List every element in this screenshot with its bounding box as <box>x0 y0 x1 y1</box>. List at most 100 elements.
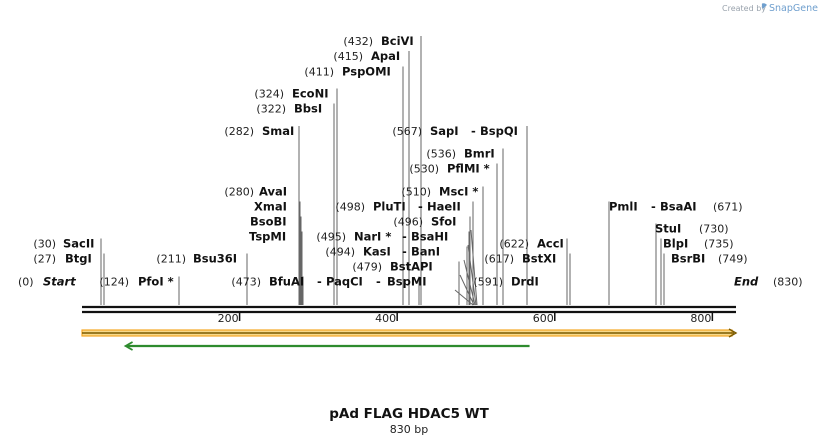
site-stui[interactable]: (730)StuI <box>655 222 729 236</box>
connector-cluster-2 <box>463 259 476 306</box>
site-enzyme-name: SfoI <box>431 215 456 229</box>
site-enzyme-name: BstXI <box>522 252 556 266</box>
snapgene-credit: Created by SnapGene <box>722 3 818 14</box>
site-bbsi[interactable]: (322) BbsI <box>256 102 322 116</box>
site-enzyme-name: AvaI <box>259 185 287 199</box>
site-position: (322) <box>256 103 286 116</box>
site-enzyme-name: EcoNI <box>292 87 328 101</box>
site-position: (536) <box>426 148 456 161</box>
site-position: (494) <box>325 246 355 259</box>
site-position: (617) <box>484 253 514 266</box>
site-avai[interactable]: (280) AvaI <box>224 185 287 199</box>
site-enzyme-name: BbsI <box>294 102 322 116</box>
site-blpi[interactable]: (735)BlpI <box>663 237 734 251</box>
site-enzyme-name: SapI <box>430 124 459 138</box>
site-kasi[interactable]: (494)KasI-BanI <box>325 245 440 259</box>
site-pmli[interactable]: (671) PmlI-BsaAI <box>609 200 743 214</box>
site-pfoi[interactable]: (124)PfoI * <box>99 275 173 289</box>
site-bstapi_row[interactable]: (591)DrdI <box>473 275 538 289</box>
site-position: (473) <box>231 276 261 289</box>
start-pos: (0) <box>18 276 34 289</box>
site-labels: (30)SacII(27)BtgI(124)PfoI *(211)Bsu36I(… <box>33 34 747 289</box>
feature-green-arrow[interactable] <box>123 341 530 351</box>
site-pflmi[interactable]: (530)PflMI * <box>409 162 489 176</box>
site-enzyme-pair-name: BsaAI <box>660 200 697 214</box>
site-position: (530) <box>409 163 439 176</box>
site-enzyme-name: Bsu36I <box>193 252 237 266</box>
site-bmri[interactable]: (536) BmrI <box>426 147 494 161</box>
pair-separator: - <box>418 200 423 214</box>
site-position: (671) <box>713 201 743 214</box>
site-msci[interactable]: (510) MscI * <box>401 185 478 199</box>
site-bstapi[interactable]: (479)BstAPI <box>352 260 432 274</box>
site-bsrbi[interactable]: (749) BsrBI <box>671 252 748 266</box>
end-pos: (830) <box>773 276 803 289</box>
connector-cluster-0 <box>454 289 474 306</box>
site-pluti[interactable]: (498)PluTI-HaeII <box>335 200 460 214</box>
site-acci[interactable]: (622)AccI <box>499 237 563 251</box>
feature-orange-arrow[interactable] <box>81 328 738 338</box>
site-enzyme-pair-name: PaqCI <box>326 275 363 289</box>
site-xmai[interactable]: XmaI <box>254 200 287 214</box>
site-enzyme-name: PluTI <box>373 200 406 214</box>
site-enzyme-name: XmaI <box>254 200 287 214</box>
ruler-tick-label: 800 <box>690 312 711 325</box>
site-enzyme-name: TspMI <box>249 230 286 244</box>
site-position: (510) <box>401 186 431 199</box>
site-sfoi[interactable]: (496)SfoI <box>393 215 456 229</box>
site-smai[interactable]: (282)SmaI <box>224 124 294 138</box>
pair-separator: - <box>651 200 656 214</box>
site-enzyme-name: BspMI <box>387 275 427 289</box>
snapgene-logo-icon <box>761 3 767 9</box>
pair-separator: - <box>317 275 322 289</box>
site-enzyme-name: BciVI <box>381 34 414 48</box>
site-enzyme-pair-name: BspQI <box>480 124 518 138</box>
site-econi[interactable]: (324) EcoNI <box>254 87 328 101</box>
site-enzyme-name: DrdI <box>511 275 539 289</box>
site-sapi[interactable]: (567)SapI-BspQI <box>392 124 518 138</box>
site-position: (498) <box>335 201 365 214</box>
site-enzyme-name: MscI * <box>439 185 478 199</box>
site-bspmi[interactable]: BspMI <box>387 275 427 289</box>
site-position: (30) <box>33 238 56 251</box>
site-enzyme-name: SacII <box>63 237 94 251</box>
site-btgi[interactable]: (27)BtgI <box>33 252 91 266</box>
ruler-tick-label: 600 <box>533 312 554 325</box>
sequence-backbone: 200 400 600 800 <box>82 305 736 325</box>
site-enzyme-name: PmlI <box>609 200 638 214</box>
pair-separator: - <box>402 230 407 244</box>
site-bstxi[interactable]: (617) BstXI <box>484 252 556 266</box>
end-label: End <box>734 275 759 289</box>
site-enzyme-name: AccI <box>537 237 564 251</box>
site-enzyme-pair-name: BsaHI <box>411 230 448 244</box>
site-bfuai[interactable]: (473)BfuAI-PaqCI- <box>231 275 381 289</box>
site-enzyme-name: BsrBI <box>671 252 705 266</box>
ruler-tick-label: 400 <box>375 312 396 325</box>
site-enzyme-name: BfuAI <box>269 275 304 289</box>
site-position: (432) <box>343 35 373 48</box>
ruler-tick-label: 200 <box>218 312 239 325</box>
site-position: (730) <box>699 223 729 236</box>
site-enzyme-name: SmaI <box>262 124 294 138</box>
site-connectors <box>100 36 665 306</box>
map-title: pAd FLAG HDAC5 WT <box>329 406 489 422</box>
site-position: (124) <box>99 276 129 289</box>
pair-separator: - <box>402 245 407 259</box>
site-apai[interactable]: (415)ApaI <box>333 49 400 63</box>
site-position: (211) <box>156 253 186 266</box>
site-sacii[interactable]: (30) SacII <box>33 237 94 251</box>
site-nari[interactable]: (495)NarI *-BsaHI <box>316 230 448 244</box>
site-bcivi[interactable]: (432) BciVI <box>343 34 413 48</box>
site-tspmi[interactable]: TspMI <box>249 230 286 244</box>
site-position: (735) <box>704 238 734 251</box>
site-position: (415) <box>333 50 363 63</box>
site-pspomi[interactable]: (411)PspOMI <box>304 65 390 79</box>
site-position: (749) <box>718 253 748 266</box>
site-bsobi[interactable]: BsoBI <box>250 215 287 229</box>
site-position: (567) <box>392 125 422 138</box>
site-position: (280) <box>224 186 254 199</box>
site-enzyme-name: BmrI <box>464 147 495 161</box>
site-bsu36i[interactable]: (211) Bsu36I <box>156 252 237 266</box>
site-position: (324) <box>254 88 284 101</box>
